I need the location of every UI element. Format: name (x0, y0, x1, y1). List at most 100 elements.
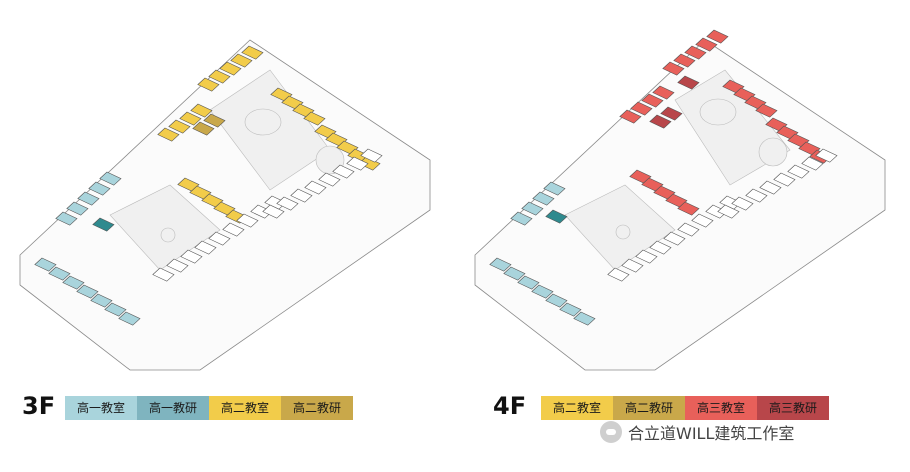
legend-item-g3-classroom: 高三教室 (685, 396, 757, 420)
room-other (208, 231, 231, 246)
room-g1-classroom (517, 275, 540, 290)
room-g1-classroom (503, 266, 526, 281)
watermark-text: 合立道WILL建筑工作室 (628, 424, 795, 443)
room-g3-classroom (630, 101, 653, 116)
room-g1-classroom (90, 293, 113, 308)
room-g1-classroom (66, 201, 89, 216)
room-other (663, 231, 686, 246)
legend-item-g2-office: 高二教研 (613, 396, 685, 420)
courtyard-pavilion (244, 108, 282, 136)
room-g2-classroom (230, 53, 253, 68)
room-g3-classroom (662, 61, 685, 76)
legend-item-g2-office: 高二教研 (281, 396, 353, 420)
room-g3-classroom (677, 201, 700, 216)
room-other (166, 258, 189, 273)
room-g1-classroom (99, 171, 122, 186)
room-g2-classroom (197, 77, 220, 92)
room-other (607, 267, 630, 282)
room-other (691, 213, 714, 228)
floor-label-3f: 3F (22, 392, 56, 420)
watermark: 合立道WILL建筑工作室 (600, 420, 794, 444)
room-other (717, 204, 740, 219)
courtyard-fountain (160, 227, 176, 243)
wechat-icon (600, 421, 622, 443)
plan-4f-drawing (474, 29, 886, 371)
floor-label-4f: 4F (493, 392, 527, 420)
room-other (801, 156, 824, 171)
lower-courtyard (109, 184, 221, 271)
room-other (262, 204, 285, 219)
room-g1-classroom (55, 211, 78, 226)
room-g1-classroom (77, 191, 100, 206)
floor-plan-3f (0, 0, 455, 380)
room-g1-classroom (88, 181, 111, 196)
room-g1-classroom (543, 181, 566, 196)
room-g1-classroom (104, 302, 127, 317)
courtyard-fountain (615, 224, 631, 240)
room-g2-classroom (303, 111, 326, 126)
room-g2-classroom (157, 127, 180, 142)
courtyard-circle (315, 145, 345, 175)
room-other (346, 156, 369, 171)
room-g3-classroom (695, 37, 718, 52)
room-other (759, 180, 782, 195)
room-other (773, 172, 796, 187)
room-g1-office (92, 217, 115, 232)
room-other (194, 240, 217, 255)
room-other (787, 164, 810, 179)
room-g1-classroom (34, 257, 57, 272)
room-g1-classroom (545, 293, 568, 308)
room-g3-office (649, 114, 672, 129)
room-g3-classroom (652, 85, 675, 100)
room-other (304, 180, 327, 195)
room-other (332, 164, 355, 179)
legend-item-g1-office: 高一教研 (137, 396, 209, 420)
room-g1-classroom (532, 191, 555, 206)
room-g2-classroom (168, 119, 191, 134)
courtyard-circle (758, 137, 788, 167)
room-g2-classroom (241, 45, 264, 60)
room-g1-classroom (118, 311, 141, 326)
rooms-4f (489, 29, 838, 326)
room-g1-classroom (489, 257, 512, 272)
legend-item-g1-classroom: 高一教室 (65, 396, 137, 420)
room-g1-classroom (76, 284, 99, 299)
room-other (635, 249, 658, 264)
room-other (677, 222, 700, 237)
room-g2-classroom (190, 103, 213, 118)
room-g1-office (545, 209, 568, 224)
room-g1-classroom (573, 311, 596, 326)
room-other (180, 249, 203, 264)
room-other (318, 172, 341, 187)
room-g3-classroom (706, 29, 729, 44)
room-other (236, 213, 259, 228)
legend-item-g2-classroom: 高二教室 (541, 396, 613, 420)
room-g2-office (192, 121, 215, 136)
room-g3-classroom (641, 93, 664, 108)
room-g3-classroom (673, 53, 696, 68)
room-g3-classroom (684, 45, 707, 60)
room-g2-classroom (219, 61, 242, 76)
courtyard-pavilion (699, 98, 737, 126)
room-other (815, 148, 838, 163)
room-g3-office (660, 106, 683, 121)
room-other (222, 222, 245, 237)
room-other (745, 188, 768, 203)
room-other (152, 267, 175, 282)
room-g2-classroom (179, 111, 202, 126)
legend-4f: 高二教室 高二教研 高三教室 高三教研 (541, 396, 829, 420)
room-g2-classroom (208, 69, 231, 84)
room-g3-classroom (755, 103, 778, 118)
plan-3f-drawing (19, 39, 431, 371)
room-g3-office (677, 75, 700, 90)
legend-3f: 高一教室 高一教研 高二教室 高二教研 (65, 396, 353, 420)
legend-item-g2-classroom: 高二教室 (209, 396, 281, 420)
room-other (649, 240, 672, 255)
room-g1-classroom (559, 302, 582, 317)
room-other (290, 188, 313, 203)
room-g2-office (203, 113, 226, 128)
room-g3-classroom (619, 109, 642, 124)
room-g1-classroom (62, 275, 85, 290)
legend-item-g3-office: 高三教研 (757, 396, 829, 420)
room-other (621, 258, 644, 273)
